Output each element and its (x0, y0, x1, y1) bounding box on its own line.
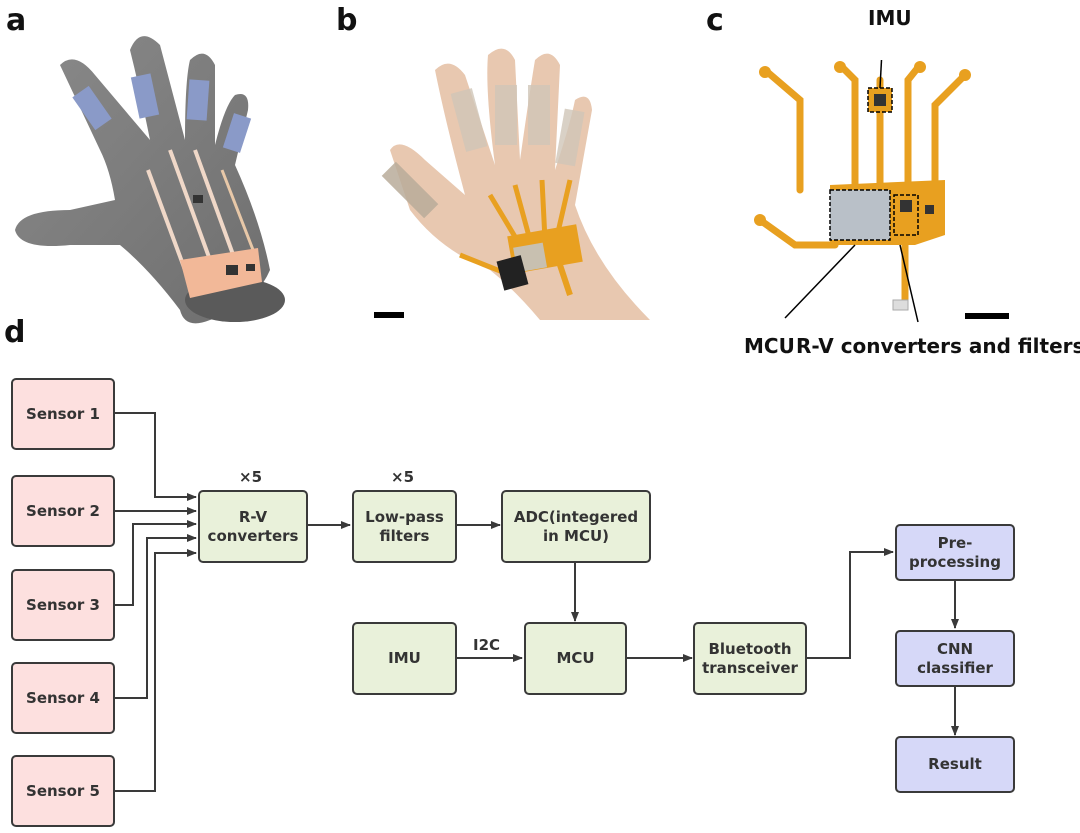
lpf-multiplier: ×5 (391, 468, 415, 486)
flex-pcb (459, 179, 573, 278)
low-pass-filters-box: Low-pass filters (352, 490, 457, 563)
panel-label-c: c (706, 3, 724, 38)
adc-line1: ADC(integered (513, 507, 639, 526)
mcu-box: MCU (524, 622, 627, 695)
rv-multiplier: ×5 (239, 468, 263, 486)
finger-sensor (450, 88, 488, 152)
sensor-5-box: Sensor 5 (11, 755, 115, 827)
rv-line2: converters (207, 526, 299, 545)
finger-sensor (381, 161, 439, 219)
rv-chip (900, 200, 912, 212)
scale-bar-c (965, 313, 1009, 319)
lpf-line1: Low-pass (365, 507, 444, 526)
finger-sensor (130, 73, 160, 119)
preprocessing-box: Pre- processing (895, 524, 1015, 581)
pre-line1: Pre- (937, 533, 973, 552)
pre-line2: processing (909, 552, 1001, 571)
bt-line2: transceiver (702, 658, 798, 677)
i2c-label: I2C (473, 636, 501, 654)
finger-sensor (72, 85, 112, 131)
annotation-rv-converters-filters: R-V converters and filters (796, 334, 1080, 358)
finger-sensor (495, 85, 517, 145)
arrow-sensor4-rv (114, 534, 197, 699)
sensor-4-box: Sensor 4 (11, 662, 115, 734)
panel-a-hand-render (15, 36, 285, 324)
sensor-1-box: Sensor 1 (11, 378, 115, 450)
finger-sensor (186, 79, 210, 121)
arrow-bt-pre (807, 548, 894, 659)
imu-chip (193, 195, 203, 203)
imu-box: IMU (352, 622, 457, 695)
rv-converters-box: R-V converters (198, 490, 308, 563)
circuit-band (180, 248, 262, 298)
annotation-imu: IMU (868, 6, 912, 30)
cnn-line2: classifier (917, 658, 993, 677)
cnn-line1: CNN (936, 639, 974, 658)
scale-bar-b (374, 312, 404, 318)
sensor-2-box: Sensor 2 (11, 475, 115, 547)
rv-line1: R-V (238, 507, 268, 526)
arrow-sensor5-rv (114, 549, 197, 792)
result-box: Result (895, 736, 1015, 793)
panel-c-pcb-photo (754, 60, 971, 323)
finger-sensor (222, 113, 252, 153)
hand-skin (390, 48, 650, 321)
adc-box: ADC(integered in MCU) (501, 490, 651, 563)
cnn-classifier-box: CNN classifier (895, 630, 1015, 687)
adc-line2: in MCU) (542, 526, 609, 545)
bt-line1: Bluetooth (708, 639, 792, 658)
arrow-sensor1-rv (114, 412, 197, 501)
panel-label-d: d (4, 315, 26, 350)
sensor-3-box: Sensor 3 (11, 569, 115, 641)
lpf-line2: filters (379, 526, 430, 545)
panel-label-b: b (336, 3, 358, 38)
wrist-strap (496, 255, 529, 291)
annotation-mcu: MCU (744, 334, 795, 358)
panel-b-hand-photo (381, 48, 650, 321)
finger-sensor (528, 85, 550, 145)
bluetooth-box: Bluetooth transceiver (693, 622, 807, 695)
arrow-sensor3-rv (114, 520, 197, 606)
panel-label-a: a (6, 3, 27, 38)
mcu-module (830, 190, 890, 240)
finger-sensor (555, 108, 585, 167)
